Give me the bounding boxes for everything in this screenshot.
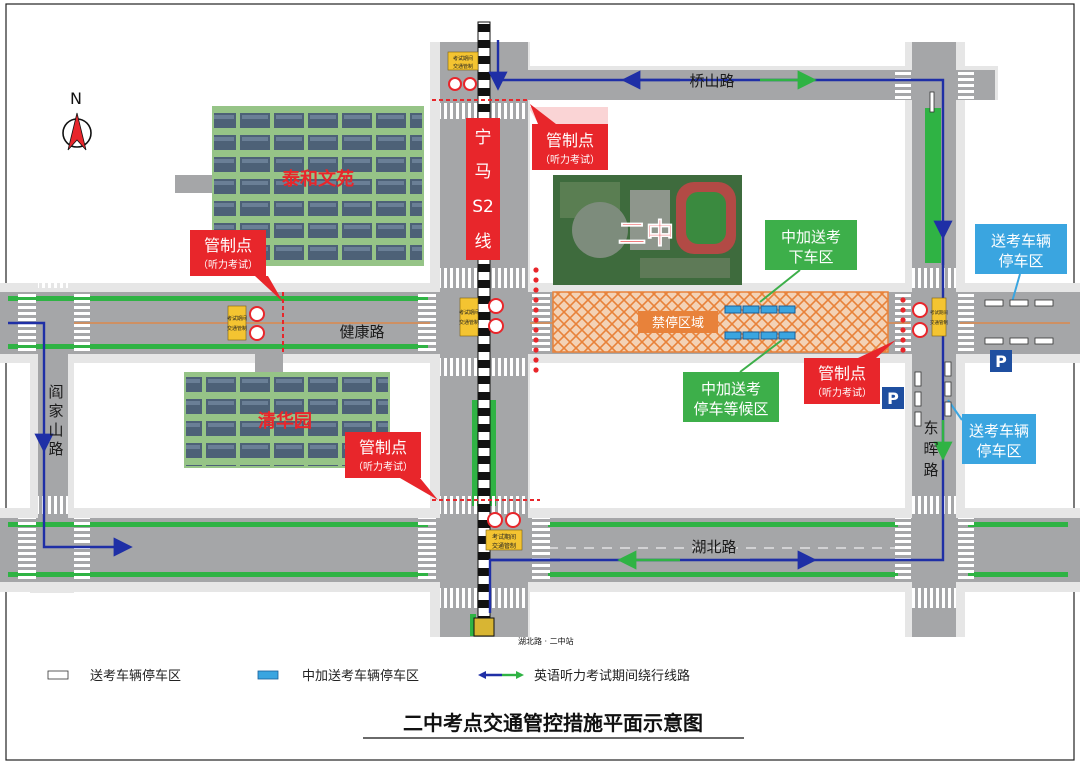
svg-text:（听力考试）: （听力考试） bbox=[812, 386, 872, 399]
svg-text:P: P bbox=[887, 389, 899, 408]
svg-text:东: 东 bbox=[923, 419, 938, 437]
svg-text:N: N bbox=[70, 89, 82, 108]
svg-text:考试期间: 考试期间 bbox=[459, 309, 479, 316]
svg-text:（听力考试）: （听力考试） bbox=[198, 258, 258, 271]
qiaoshan-road-label: 桥山路 bbox=[689, 72, 734, 90]
svg-text:管制点: 管制点 bbox=[359, 438, 407, 457]
school-campus bbox=[553, 175, 742, 285]
svg-text:山: 山 bbox=[48, 421, 63, 439]
qinghua-label: 清华园 bbox=[258, 410, 312, 432]
map-title: 二中考点交通管控措施平面示意图 bbox=[363, 711, 744, 739]
legend-item-parking: 送考车辆停车区 bbox=[47, 668, 181, 684]
svg-text:家: 家 bbox=[48, 402, 63, 420]
svg-text:二中考点交通管控措施平面示意图: 二中考点交通管控措施平面示意图 bbox=[403, 711, 703, 735]
svg-text:马: 马 bbox=[475, 162, 492, 182]
svg-text:考试期间: 考试期间 bbox=[930, 309, 948, 316]
svg-text:交通管制: 交通管制 bbox=[227, 325, 247, 332]
svg-text:路: 路 bbox=[48, 440, 63, 458]
school-label: 二中 bbox=[618, 217, 674, 250]
control-point-1: 管制点 （听力考试） bbox=[530, 104, 608, 170]
parking-zone-label-a: 送考车辆 停车区 bbox=[975, 224, 1067, 303]
svg-text:交通管制: 交通管制 bbox=[459, 319, 479, 326]
svg-text:管制点: 管制点 bbox=[818, 364, 866, 383]
svg-text:下车区: 下车区 bbox=[788, 248, 833, 266]
control-lines bbox=[282, 99, 906, 501]
legend: 送考车辆停车区 中加送考车辆停车区 英语听力考试期间绕行线路 bbox=[47, 668, 690, 684]
traffic-sign-5: 考试期间 交通管制 bbox=[912, 297, 948, 338]
control-point-2: 管制点 （听力考试） bbox=[190, 230, 283, 302]
hubei-road-label: 湖北路 bbox=[691, 538, 736, 556]
svg-text:送考车辆停车区: 送考车辆停车区 bbox=[90, 668, 181, 684]
traffic-sign-1: 考试期间 交通管制 bbox=[227, 305, 265, 341]
svg-text:考试期间: 考试期间 bbox=[492, 533, 516, 541]
svg-text:中加送考: 中加送考 bbox=[781, 228, 841, 246]
waiting-zone-label: 中加送考 停车等候区 bbox=[683, 339, 783, 422]
metro-station-label: 湖北路 · 二中站 bbox=[518, 636, 574, 646]
no-stop-zone-label: 禁停区域 bbox=[652, 315, 704, 331]
traffic-sign-3: 考试期间 交通管制 bbox=[447, 51, 479, 91]
donghui-road-label: 东 晖 路 bbox=[923, 419, 938, 479]
svg-text:考试期间: 考试期间 bbox=[453, 55, 473, 62]
svg-text:停车区: 停车区 bbox=[998, 252, 1043, 270]
roadside-parking-slots bbox=[914, 91, 1054, 427]
zhongjia-parking-slots bbox=[724, 305, 796, 340]
svg-text:（听力考试）: （听力考试） bbox=[540, 153, 600, 166]
metro-label: 宁 马 S2 线 bbox=[466, 118, 500, 260]
legend-item-zhongjia-parking: 中加送考车辆停车区 bbox=[257, 668, 419, 684]
jiankang-road-label: 健康路 bbox=[339, 323, 384, 341]
svg-text:线: 线 bbox=[475, 232, 492, 252]
svg-text:交通管制: 交通管制 bbox=[453, 63, 473, 70]
svg-text:停车区: 停车区 bbox=[976, 442, 1021, 460]
taihe-label: 泰和文苑 bbox=[281, 168, 354, 190]
svg-text:阎: 阎 bbox=[48, 383, 63, 401]
svg-text:送考车辆: 送考车辆 bbox=[969, 422, 1029, 440]
road-labels: 桥山路 健康路 湖北路 阎 家 山 路 东 晖 路 bbox=[48, 72, 938, 556]
traffic-sign-4: 考试期间 交通管制 bbox=[485, 512, 523, 551]
svg-text:S2: S2 bbox=[472, 197, 494, 217]
svg-text:管制点: 管制点 bbox=[204, 236, 252, 255]
control-point-3: 管制点 （听力考试） bbox=[345, 432, 438, 500]
traffic-sign-2: 考试期间 交通管制 bbox=[459, 297, 504, 337]
road-network bbox=[0, 21, 1080, 637]
yanjiashan-road-label: 阎 家 山 路 bbox=[48, 383, 63, 458]
svg-text:交通管制: 交通管制 bbox=[492, 542, 516, 550]
control-point-4: 管制点 （听力考试） bbox=[804, 340, 896, 404]
north-arrow: N bbox=[62, 89, 92, 151]
svg-text:考试期间: 考试期间 bbox=[227, 315, 247, 322]
legend-item-detour: 英语听力考试期间绕行线路 bbox=[478, 668, 690, 684]
svg-text:P: P bbox=[995, 352, 1007, 371]
svg-text:宁: 宁 bbox=[475, 128, 492, 148]
svg-text:管制点: 管制点 bbox=[546, 131, 594, 150]
svg-text:中加送考车辆停车区: 中加送考车辆停车区 bbox=[302, 668, 419, 684]
svg-text:交通管制: 交通管制 bbox=[930, 319, 948, 326]
dropoff-zone-label: 中加送考 下车区 bbox=[759, 220, 857, 303]
parking-sign-1: P bbox=[990, 350, 1012, 372]
svg-text:中加送考: 中加送考 bbox=[701, 380, 761, 398]
svg-text:送考车辆: 送考车辆 bbox=[991, 232, 1051, 250]
no-stop-zone: 禁停区域 bbox=[552, 291, 889, 353]
svg-text:英语听力考试期间绕行线路: 英语听力考试期间绕行线路 bbox=[534, 668, 690, 684]
residential-taihe bbox=[212, 106, 424, 266]
svg-text:路: 路 bbox=[923, 461, 938, 479]
map-frame bbox=[5, 3, 1075, 761]
svg-text:停车等候区: 停车等候区 bbox=[693, 400, 768, 418]
svg-text:（听力考试）: （听力考试） bbox=[353, 460, 413, 473]
parking-sign-2: P bbox=[882, 387, 904, 409]
svg-text:晖: 晖 bbox=[923, 440, 938, 458]
